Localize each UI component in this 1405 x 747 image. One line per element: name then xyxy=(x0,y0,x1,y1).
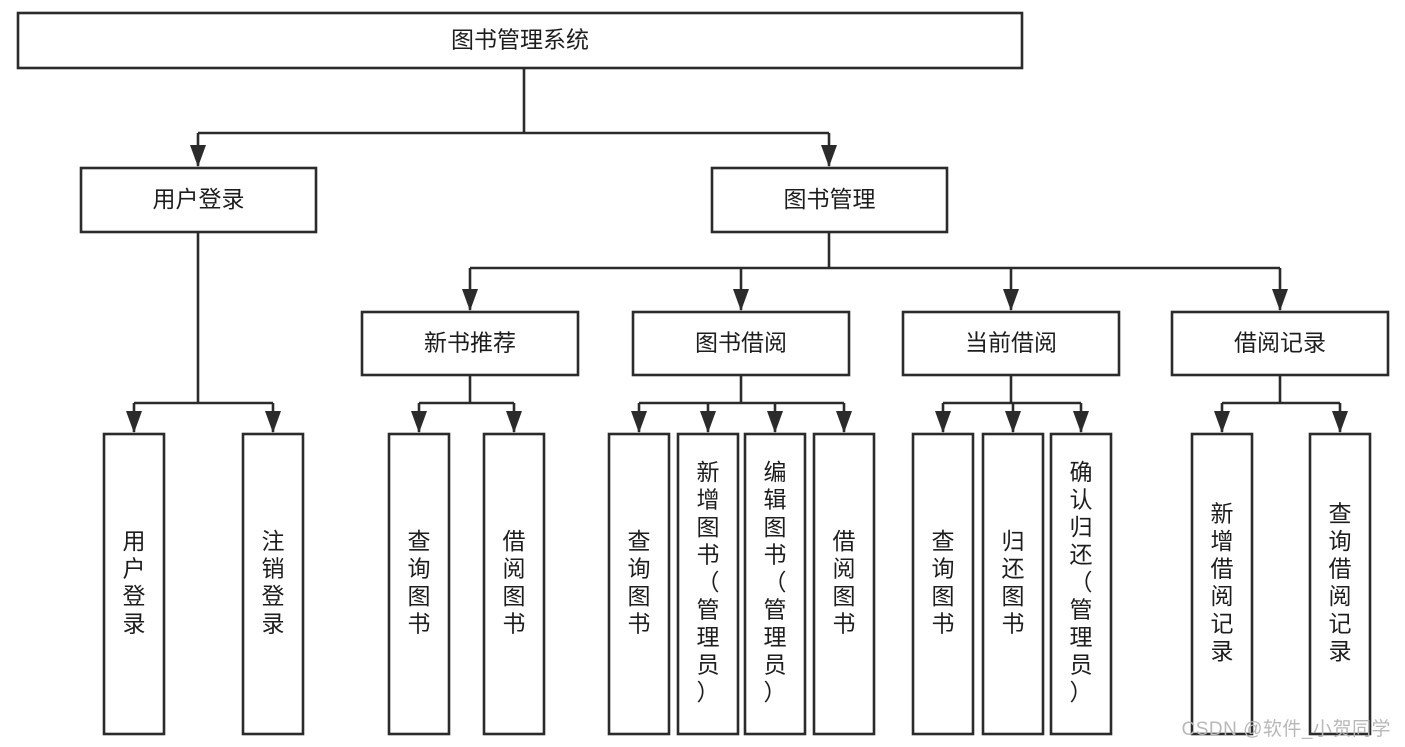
node-box-leaf-confirm-return[interactable] xyxy=(1049,432,1113,736)
node-leaf-query-book-3[interactable] xyxy=(911,432,975,736)
node-label: 用户登录 xyxy=(153,186,245,212)
node-label: 当前借阅 xyxy=(965,330,1057,356)
node-leaf-confirm-return[interactable] xyxy=(1049,432,1113,736)
node-label: 查询借阅记录 xyxy=(1329,500,1352,664)
node-label: 新书推荐 xyxy=(424,330,516,356)
node-label: 新增图书（管理员） xyxy=(697,459,720,705)
node-user-login[interactable] xyxy=(79,166,318,234)
node-box-leaf-query-record[interactable] xyxy=(1308,432,1372,736)
node-leaf-logout[interactable] xyxy=(241,432,305,736)
node-box-leaf-borrow-book-2[interactable] xyxy=(812,432,876,736)
node-leaf-edit-book[interactable] xyxy=(743,432,807,736)
arrow-head-icon xyxy=(631,411,647,433)
node-label: 编辑图书（管理员） xyxy=(764,459,787,705)
node-box-user-login[interactable] xyxy=(79,166,318,234)
node-box-leaf-user-login[interactable] xyxy=(102,432,166,736)
node-label: 归还图书 xyxy=(1002,528,1025,637)
node-leaf-query-book-1[interactable] xyxy=(387,432,451,736)
node-label: 借阅记录 xyxy=(1234,330,1326,356)
node-box-leaf-edit-book[interactable] xyxy=(743,432,807,736)
arrow-head-icon xyxy=(836,411,852,433)
node-label: 图书管理 xyxy=(784,186,876,212)
node-book-borrow[interactable] xyxy=(631,310,851,377)
arrow-head-icon xyxy=(733,289,749,311)
node-label: 注销登录 xyxy=(262,528,285,637)
arrow-head-icon xyxy=(821,145,837,167)
arrow-head-icon xyxy=(1003,289,1019,311)
arrow-head-icon xyxy=(1005,411,1021,433)
node-box-leaf-add-book[interactable] xyxy=(676,432,740,736)
node-leaf-borrow-book-2[interactable] xyxy=(812,432,876,736)
node-box-leaf-query-book-2[interactable] xyxy=(607,432,671,736)
arrow-head-icon xyxy=(1073,411,1089,433)
arrow-head-icon xyxy=(767,411,783,433)
node-new-book-rec[interactable] xyxy=(360,310,580,377)
node-label: 查询图书 xyxy=(932,528,955,637)
arrow-head-icon xyxy=(506,411,522,433)
node-box-borrow-record[interactable] xyxy=(1170,310,1390,377)
arrow-head-icon xyxy=(1332,411,1348,433)
node-borrow-record[interactable] xyxy=(1170,310,1390,377)
node-book-manage[interactable] xyxy=(710,166,949,234)
node-box-book-borrow[interactable] xyxy=(631,310,851,377)
node-box-book-manage[interactable] xyxy=(710,166,949,234)
node-box-leaf-query-book-1[interactable] xyxy=(387,432,451,736)
node-label: 查询图书 xyxy=(408,528,431,637)
arrow-head-icon xyxy=(411,411,427,433)
arrow-head-icon xyxy=(1272,289,1288,311)
node-leaf-query-book-2[interactable] xyxy=(607,432,671,736)
arrow-head-icon xyxy=(1214,411,1230,433)
arrow-head-icon xyxy=(190,145,206,167)
node-box-current-borrow[interactable] xyxy=(901,310,1121,377)
node-box-leaf-logout[interactable] xyxy=(241,432,305,736)
node-label: 确认归还（管理员） xyxy=(1070,459,1093,705)
node-leaf-return-book[interactable] xyxy=(981,432,1045,736)
node-label: 用户登录 xyxy=(123,528,146,637)
node-label: 借阅图书 xyxy=(503,528,526,637)
node-current-borrow[interactable] xyxy=(901,310,1121,377)
arrow-head-icon xyxy=(265,411,281,433)
node-leaf-query-record[interactable] xyxy=(1308,432,1372,736)
node-box-leaf-borrow-book-1[interactable] xyxy=(482,432,546,736)
node-box-leaf-query-book-3[interactable] xyxy=(911,432,975,736)
node-leaf-user-login[interactable] xyxy=(102,432,166,736)
node-label: 借阅图书 xyxy=(833,528,856,637)
node-label: 查询图书 xyxy=(628,528,651,637)
arrow-head-icon xyxy=(126,411,142,433)
node-root[interactable] xyxy=(16,11,1024,70)
node-label: 图书借阅 xyxy=(695,330,787,356)
node-leaf-add-record[interactable] xyxy=(1190,432,1254,736)
arrow-head-icon xyxy=(935,411,951,433)
node-box-root[interactable] xyxy=(16,11,1024,70)
node-box-leaf-return-book[interactable] xyxy=(981,432,1045,736)
node-box-new-book-rec[interactable] xyxy=(360,310,580,377)
node-label: 新增借阅记录 xyxy=(1211,500,1234,664)
arrow-head-icon xyxy=(700,411,716,433)
arrow-head-icon xyxy=(462,289,478,311)
node-leaf-borrow-book-1[interactable] xyxy=(482,432,546,736)
node-box-leaf-add-record[interactable] xyxy=(1190,432,1254,736)
node-leaf-add-book[interactable] xyxy=(676,432,740,736)
node-label: 图书管理系统 xyxy=(451,27,589,53)
